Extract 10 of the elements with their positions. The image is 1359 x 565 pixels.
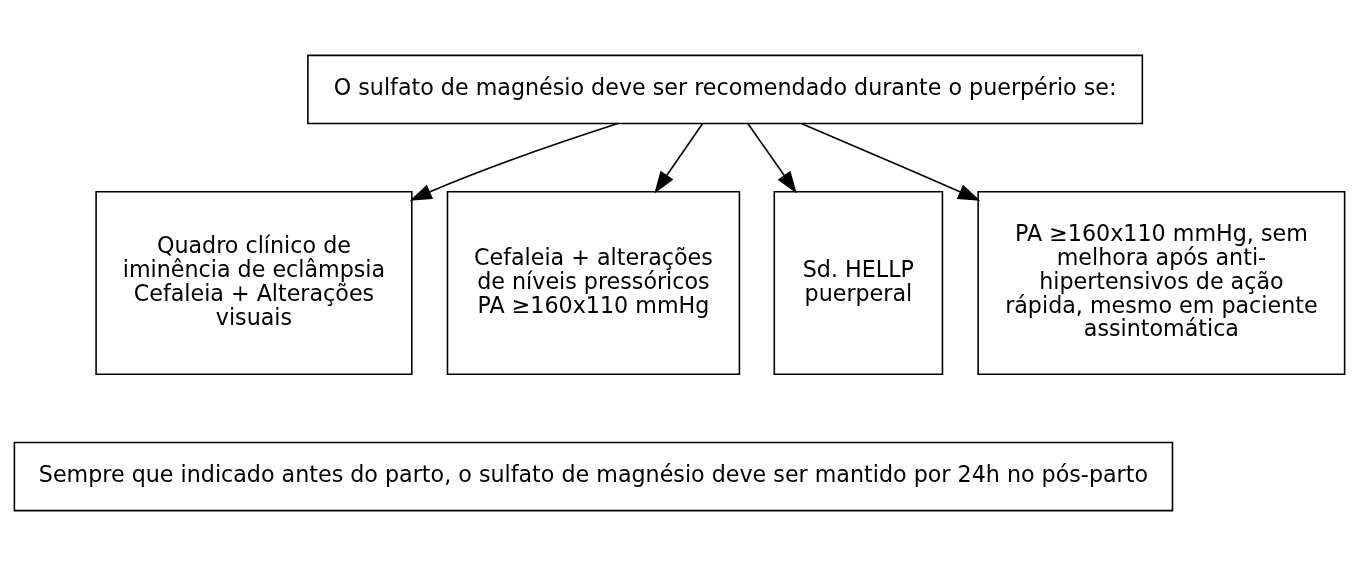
node-box: PA ≥160x110 mmHg, sem melhora após anti-hipertensivos de ação rápida, mesmo em paciente assintomática <box>977 190 1346 375</box>
node-box: Cefaleia + alterações de níveis pressóricos PA ≥160x110 mmHg <box>446 190 741 375</box>
node-box: Sd. HELLP puerperal <box>773 190 944 375</box>
arrow <box>409 122 619 201</box>
node-box: Quadro clínico de iminência de eclâmpsia Cefaleia + Alterações visuais <box>95 190 413 375</box>
arrow <box>801 122 981 201</box>
arrow <box>654 122 704 193</box>
node-box: O sulfato de magnésio deve ser recomendado durante o puerpério se: <box>307 54 1144 124</box>
node-box: Sempre que indicado antes do parto, o sulfato de magnésio deve ser mantido por 24h no pós-parto <box>13 441 1174 511</box>
arrow <box>747 122 797 193</box>
